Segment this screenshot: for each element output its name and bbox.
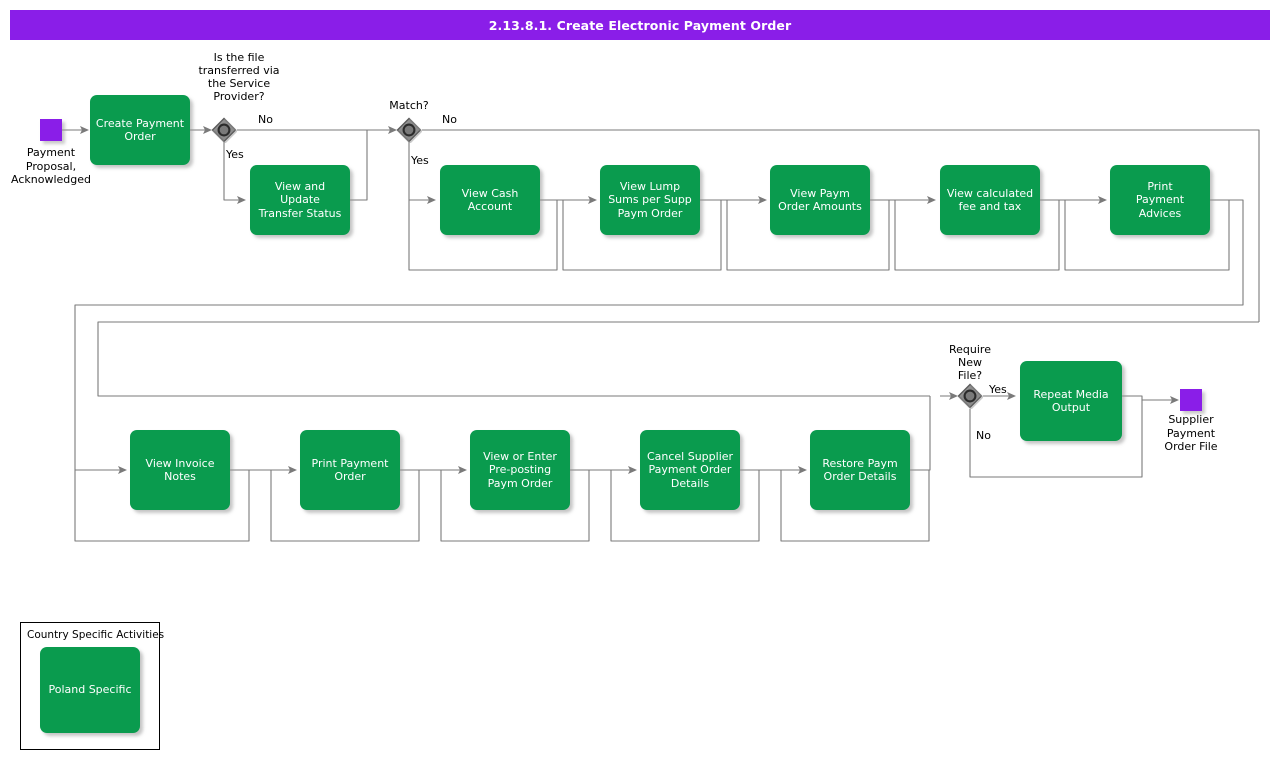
flow-label-newfile-yes: Yes: [989, 383, 1007, 396]
inclusive-gateway-icon: [396, 117, 423, 144]
task-view-calculated-fee-and-tax[interactable]: View calculated fee and tax: [940, 165, 1040, 235]
gateway-require-new-file-label: Require New File?: [949, 343, 991, 382]
start-event[interactable]: [40, 119, 62, 141]
task-view-and-update-transfer-status[interactable]: View and Update Transfer Status: [250, 165, 350, 235]
flow-label-newfile-no: No: [976, 429, 991, 442]
task-restore-paym-order-details[interactable]: Restore Paym Order Details: [810, 430, 910, 510]
start-event-label: Payment Proposal, Acknowledged: [11, 146, 91, 186]
task-print-payment-advices[interactable]: Print Payment Advices: [1110, 165, 1210, 235]
gateway-match-label: Match?: [389, 99, 429, 112]
task-cancel-supplier-payment-order-details[interactable]: Cancel Supplier Payment Order Details: [640, 430, 740, 510]
task-label: View Invoice Notes: [145, 456, 215, 484]
task-create-payment-order[interactable]: Create Payment Order: [90, 95, 190, 165]
task-label: Create Payment Order: [95, 116, 185, 144]
task-label: Poland Specific: [48, 683, 132, 697]
flow-label-match-no: No: [442, 113, 457, 126]
task-view-or-enter-pre-posting-paym-order[interactable]: View or Enter Pre-posting Paym Order: [470, 430, 570, 510]
gateway-match[interactable]: [396, 117, 423, 144]
end-event[interactable]: [1180, 389, 1202, 411]
end-event-label: Supplier Payment Order File: [1164, 413, 1218, 453]
task-label: Cancel Supplier Payment Order Details: [646, 449, 734, 490]
task-repeat-media-output[interactable]: Repeat Media Output: [1020, 361, 1122, 441]
task-view-cash-account[interactable]: View Cash Account: [440, 165, 540, 235]
task-label: View and Update Transfer Status: [258, 179, 342, 220]
gateway-service-provider-label: Is the file transferred via the Service …: [198, 51, 280, 103]
gateway-require-new-file[interactable]: [957, 383, 984, 410]
gateway-service-provider[interactable]: [211, 117, 238, 144]
task-view-invoice-notes[interactable]: View Invoice Notes: [130, 430, 230, 510]
task-label: Repeat Media Output: [1033, 387, 1109, 415]
task-label: Print Payment Advices: [1135, 179, 1185, 220]
inclusive-gateway-icon: [211, 117, 238, 144]
flow-repeat-to-end: [1122, 395, 1179, 404]
task-label: View Paym Order Amounts: [778, 186, 862, 214]
task-label: View Cash Account: [461, 186, 519, 214]
inclusive-gateway-icon: [957, 383, 984, 410]
flow-transferstatus-to-gw2: [350, 130, 368, 201]
diagram-title-bar: 2.13.8.1. Create Electronic Payment Orde…: [10, 10, 1270, 40]
task-label: View Lump Sums per Supp Paym Order: [608, 179, 692, 220]
flow-label-sp-yes: Yes: [226, 148, 244, 161]
task-label: Restore Paym Order Details: [822, 456, 898, 484]
flow-gw2-yes-to-cashaccount: [408, 142, 436, 204]
task-view-paym-order-amounts[interactable]: View Paym Order Amounts: [770, 165, 870, 235]
task-label: Print Payment Order: [311, 456, 389, 484]
flow-label-sp-no: No: [258, 113, 273, 126]
flow-label-match-yes: Yes: [411, 154, 429, 167]
country-specific-activities-title: Country Specific Activities: [27, 629, 165, 641]
flow-restore-to-gw3: [910, 396, 931, 471]
task-poland-specific[interactable]: Poland Specific: [40, 647, 140, 733]
task-print-payment-order[interactable]: Print Payment Order: [300, 430, 400, 510]
page-title: 2.13.8.1. Create Electronic Payment Orde…: [488, 17, 792, 33]
task-label: View calculated fee and tax: [946, 186, 1034, 214]
task-label: View or Enter Pre-posting Paym Order: [483, 449, 557, 490]
task-view-lump-sums-per-supp-paym-order[interactable]: View Lump Sums per Supp Paym Order: [600, 165, 700, 235]
